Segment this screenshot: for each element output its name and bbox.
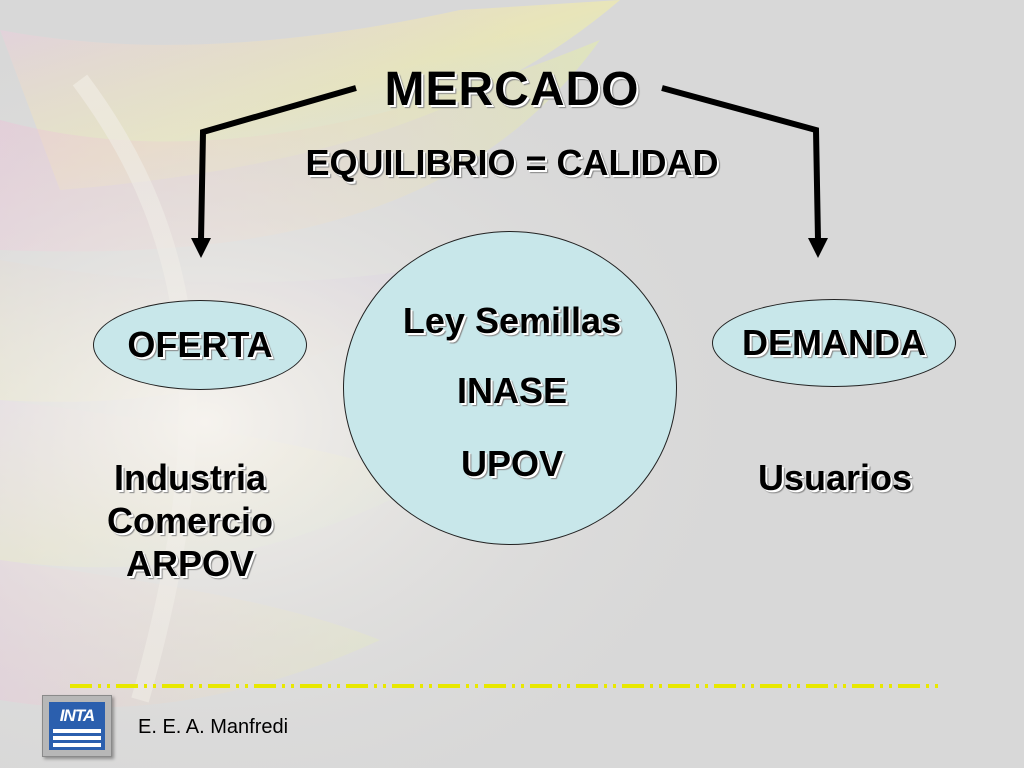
oferta-actors: Industria Comercio ARPOV <box>60 456 320 585</box>
oferta-actor-item: Industria <box>113 457 266 498</box>
inta-logo: INTA <box>42 695 112 757</box>
demanda-label: DEMANDA <box>742 322 926 363</box>
oferta-actor-item: Comercio <box>106 500 274 541</box>
demanda-node: DEMANDA <box>712 299 956 387</box>
demanda-actor-item: Usuarios <box>757 457 913 498</box>
oferta-label: OFERTA <box>127 324 273 365</box>
demanda-actors: Usuarios <box>700 456 970 499</box>
footer-divider <box>70 684 940 688</box>
diagram-title: MERCADO <box>384 63 640 116</box>
inta-logo-text: INTA <box>59 706 95 725</box>
oferta-node: OFERTA <box>93 300 307 390</box>
center-node <box>343 231 677 545</box>
center-line-upov: UPOV <box>460 443 564 484</box>
diagram-subtitle: EQUILIBRIO = CALIDAD <box>305 142 719 183</box>
center-line-ley-semillas: Ley Semillas <box>402 300 622 341</box>
center-line-inase: INASE <box>456 370 568 411</box>
footer-author: E. E. A. Manfredi <box>138 716 289 738</box>
oferta-actor-item: ARPOV <box>125 543 255 584</box>
